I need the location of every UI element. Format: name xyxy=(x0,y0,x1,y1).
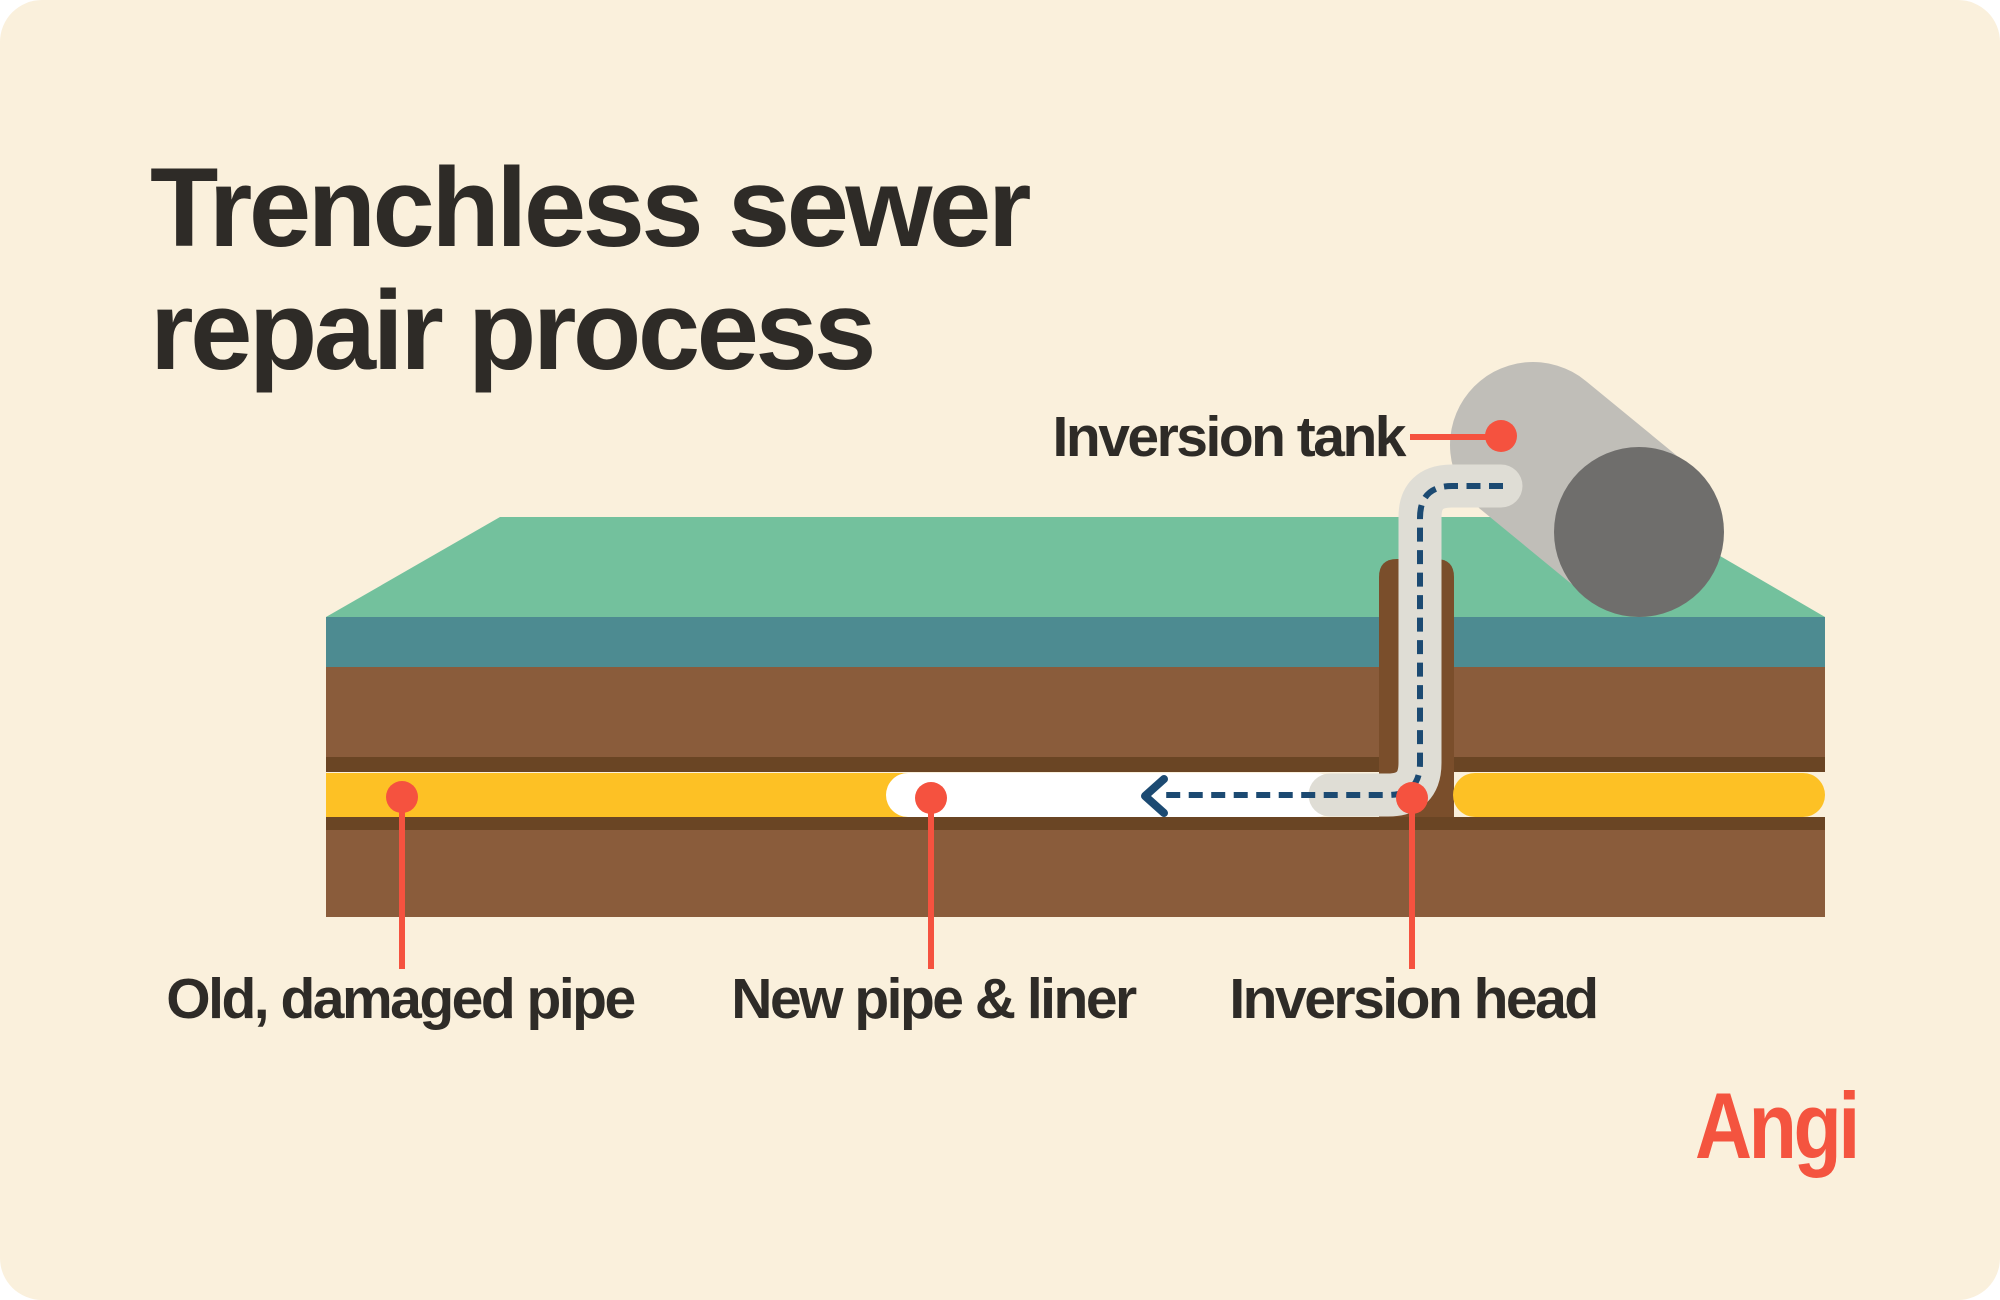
angi-logo: Angi xyxy=(1695,1073,1860,1178)
flow-arrow-icon xyxy=(1141,775,1168,817)
old-pipe-dot xyxy=(386,781,418,813)
old-pipe-left-segment xyxy=(326,773,910,817)
label-inversion-head: Inversion head xyxy=(1229,967,1599,1031)
new-pipe-liner xyxy=(886,773,1338,817)
page-title-line2: repair process xyxy=(150,268,876,393)
subsoil-teal-layer xyxy=(326,617,1825,667)
page-title: Trenchless sewer repair process xyxy=(150,145,1031,393)
old-pipe-right-segment xyxy=(1453,773,1825,817)
new-pipe-dot xyxy=(915,782,947,814)
inversion-head-dot xyxy=(1396,782,1428,814)
label-old-damaged-pipe: Old, damaged pipe xyxy=(166,967,636,1031)
soil-lower-layer xyxy=(326,830,1825,917)
page-title-line1: Trenchless sewer xyxy=(150,145,1031,270)
inversion-tank-dot xyxy=(1485,420,1517,452)
inversion-tank-end-face xyxy=(1554,447,1724,617)
soil-dark-strip-top xyxy=(326,757,1825,772)
label-new-pipe-liner: New pipe & liner xyxy=(731,967,1137,1031)
soil-dark-strip-bottom xyxy=(326,817,1825,830)
label-inversion-tank: Inversion tank xyxy=(1052,405,1407,469)
soil-upper-layer xyxy=(326,667,1825,757)
